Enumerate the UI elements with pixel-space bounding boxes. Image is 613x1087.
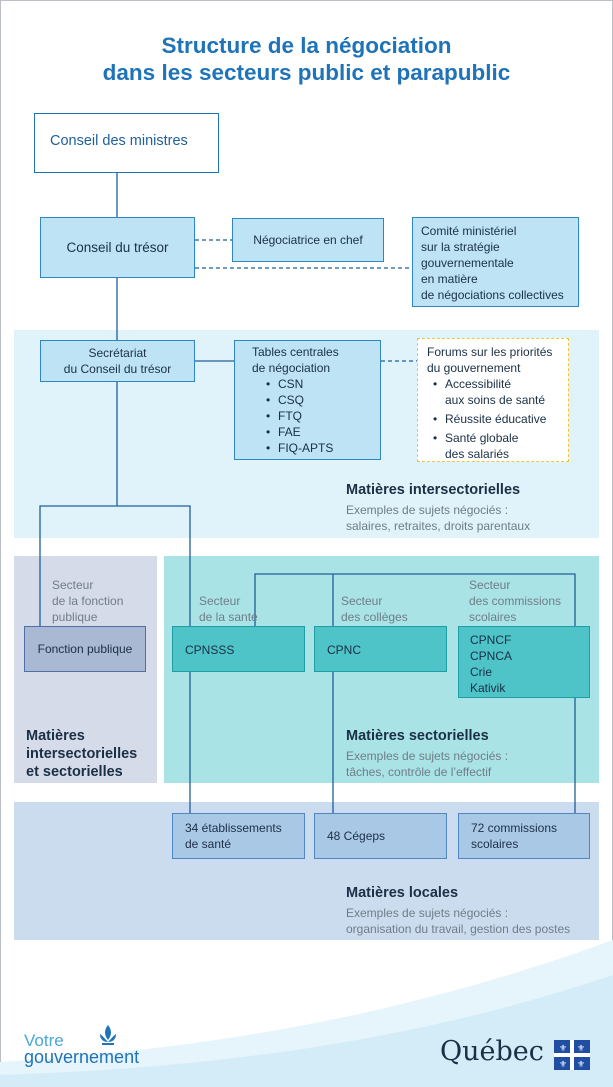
matieres-sectorielles-sub: Exemples de sujets négociés : tâches, co… <box>346 748 508 780</box>
secretariat-line-2: du Conseil du trésor <box>63 362 172 376</box>
sector-line: des collèges <box>341 610 408 624</box>
sub-line: salaires, retraites, droits parentaux <box>346 519 531 533</box>
sector-fonction-publique: Secteur de la fonction publique <box>52 577 123 625</box>
negociatrice-box: Négociatrice en chef <box>232 218 384 262</box>
commissions-box: CPNCF CPNCA Crie Kativik <box>458 626 590 698</box>
etablissements-line-2: de santé <box>185 837 232 851</box>
logo-line-2: gouvernement <box>24 1047 140 1067</box>
forums-item: Santé globale des salariés <box>431 430 568 462</box>
sector-line: Secteur <box>469 578 511 592</box>
commissions-item: Crie <box>470 665 493 679</box>
matieres-intersectorielles-title: Matières intersectorielles <box>346 482 521 498</box>
sub-line: Exemples de sujets négociés : <box>346 906 509 920</box>
matieres-locales-title: Matières locales <box>346 885 459 901</box>
commissions-item: CPNCA <box>470 649 513 663</box>
sector-sante: Secteur de la santé <box>199 593 258 625</box>
conseil-des-ministres-box: Conseil des ministres <box>34 113 219 173</box>
title-line: intersectorielles <box>26 746 138 762</box>
matieres-intersectorielles-sub: Exemples de sujets négociés : salaires, … <box>346 502 530 534</box>
svg-text:⚜: ⚜ <box>559 1060 567 1070</box>
tables-centrales-box: Tables centrales de négociation CSN CSQ … <box>234 340 381 460</box>
tables-item: FAE <box>264 424 380 440</box>
fonction-publique-label: Fonction publique <box>37 642 133 656</box>
sector-line: publique <box>52 610 98 624</box>
forums-item-line: Réussite éducative <box>445 412 547 426</box>
comite-line-1: Comité ministériel <box>421 224 517 238</box>
forums-item: Accessibilité aux soins de santé <box>431 376 568 408</box>
etablissements-box: 34 établissements de santé <box>172 813 305 859</box>
title-line: Matières <box>26 728 85 744</box>
title-line-1: Structure de la négociation <box>161 33 452 58</box>
cegeps-label: 48 Cégeps <box>327 829 386 843</box>
svg-text:⚜: ⚜ <box>577 1044 585 1054</box>
svg-text:⚜: ⚜ <box>577 1060 585 1070</box>
votre-gouvernement-logo: Votre gouvernement <box>24 1032 139 1066</box>
sector-line: de la santé <box>199 610 258 624</box>
sector-line: Secteur <box>341 594 383 608</box>
sector-line: scolaires <box>469 610 517 624</box>
cpnc-label: CPNC <box>327 643 362 657</box>
sub-line: Exemples de sujets négociés : <box>346 503 509 517</box>
title-line-2: dans les secteurs public et parapublic <box>102 60 511 85</box>
tables-item: CSN <box>264 376 380 392</box>
commissions-scolaires-box: 72 commissions scolaires <box>458 813 590 859</box>
title-line: et sectorielles <box>26 764 123 780</box>
forums-item-line: Accessibilité <box>445 377 512 391</box>
forums-item: Réussite éducative <box>431 411 568 427</box>
forums-title-line-1: Forums sur les priorités <box>427 345 553 359</box>
tables-item: FIQ-APTS <box>264 440 380 456</box>
sector-line: des commissions <box>469 594 562 608</box>
commissions-scolaires-line-2: scolaires <box>471 837 519 851</box>
sector-commissions: Secteur des commissions scolaires <box>469 577 561 625</box>
fonction-publique-box: Fonction publique <box>24 626 146 672</box>
commissions-item: Kativik <box>470 681 506 695</box>
sub-line: organisation du travail, gestion des pos… <box>346 922 571 936</box>
forums-box: Forums sur les priorités du gouvernement… <box>417 338 569 462</box>
negociatrice-label: Négociatrice en chef <box>253 233 363 247</box>
fleur-de-lis-icon <box>100 1025 116 1045</box>
etablissements-line-1: 34 établissements <box>185 821 282 835</box>
secretariat-line-1: Secrétariat <box>88 346 147 360</box>
quebec-flag-icon: ⚜ ⚜ ⚜ ⚜ <box>554 1040 590 1070</box>
forums-item-line: des salariés <box>445 447 510 461</box>
forums-item-line: Santé globale <box>445 431 519 445</box>
comite-line-2: sur la stratégie <box>421 240 500 254</box>
sector-line: Secteur <box>52 578 94 592</box>
sector-line: de la fonction <box>52 594 124 608</box>
logo-line-1: Votre <box>24 1031 64 1050</box>
commissions-item: CPNCF <box>470 633 512 647</box>
conseil-du-tresor-box: Conseil du trésor <box>40 217 195 278</box>
sub-line: tâches, contrôle de l’effectif <box>346 765 492 779</box>
cpnc-box: CPNC <box>314 626 447 672</box>
comite-ministeriel-box: Comité ministériel sur la stratégie gouv… <box>412 217 579 307</box>
page-title: Structure de la négociation dans les sec… <box>0 32 613 86</box>
matieres-locales-sub: Exemples de sujets négociés : organisati… <box>346 905 570 937</box>
matieres-inter-sect-title: Matières intersectorielles et sectoriell… <box>26 727 137 781</box>
cpnsss-label: CPNSSS <box>185 643 235 657</box>
conseil-du-tresor-label: Conseil du trésor <box>66 239 169 255</box>
sector-line: Secteur <box>199 594 241 608</box>
svg-text:⚜: ⚜ <box>559 1044 567 1054</box>
forums-item-line: aux soins de santé <box>445 393 546 407</box>
tables-item: CSQ <box>264 392 380 408</box>
tables-item: FTQ <box>264 408 380 424</box>
commissions-scolaires-line-1: 72 commissions <box>471 821 558 835</box>
forums-title-line-2: du gouvernement <box>427 361 521 375</box>
matieres-sectorielles-title: Matières sectorielles <box>346 728 489 744</box>
secretariat-box: Secrétariat du Conseil du trésor <box>40 340 195 382</box>
tables-title-line-2: de négociation <box>252 361 331 375</box>
sector-colleges: Secteur des collèges <box>341 593 408 625</box>
sub-line: Exemples de sujets négociés : <box>346 749 509 763</box>
comite-line-5: de négociations collectives <box>421 288 564 302</box>
comite-line-4: en matière <box>421 272 478 286</box>
cpnsss-box: CPNSSS <box>172 626 305 672</box>
comite-line-3: gouvernementale <box>421 256 514 270</box>
quebec-logo-text: Québec <box>440 1036 544 1067</box>
tables-title-line-1: Tables centrales <box>252 345 339 359</box>
conseil-des-ministres-label: Conseil des ministres <box>50 133 188 149</box>
cegeps-box: 48 Cégeps <box>314 813 447 859</box>
